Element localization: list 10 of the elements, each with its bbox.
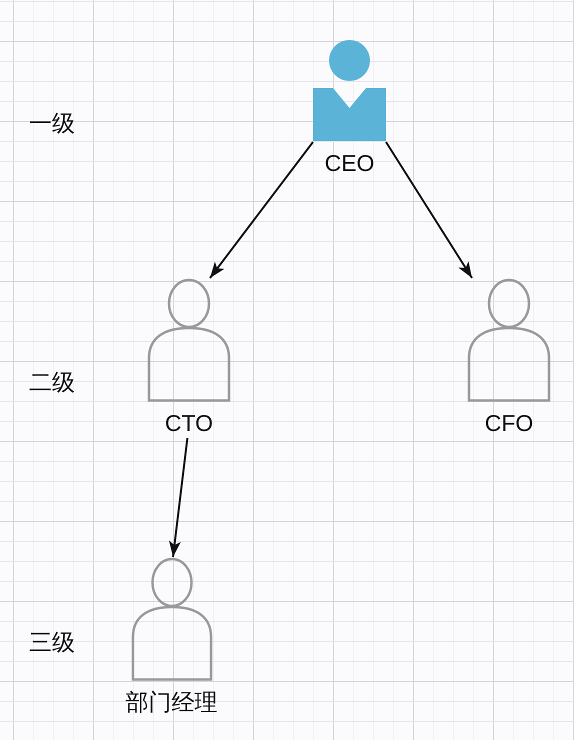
arrow [168,438,188,558]
arrow [209,141,314,279]
role-label: CEO [324,150,374,176]
level-label: 三级 [29,629,75,655]
level-label: 二级 [29,369,75,395]
level-label: 一级 [29,110,75,136]
arrow [385,141,473,279]
role-label: CTO [164,410,214,436]
role-label: CFO [484,410,534,436]
role-label: 部门经理 [126,689,218,715]
